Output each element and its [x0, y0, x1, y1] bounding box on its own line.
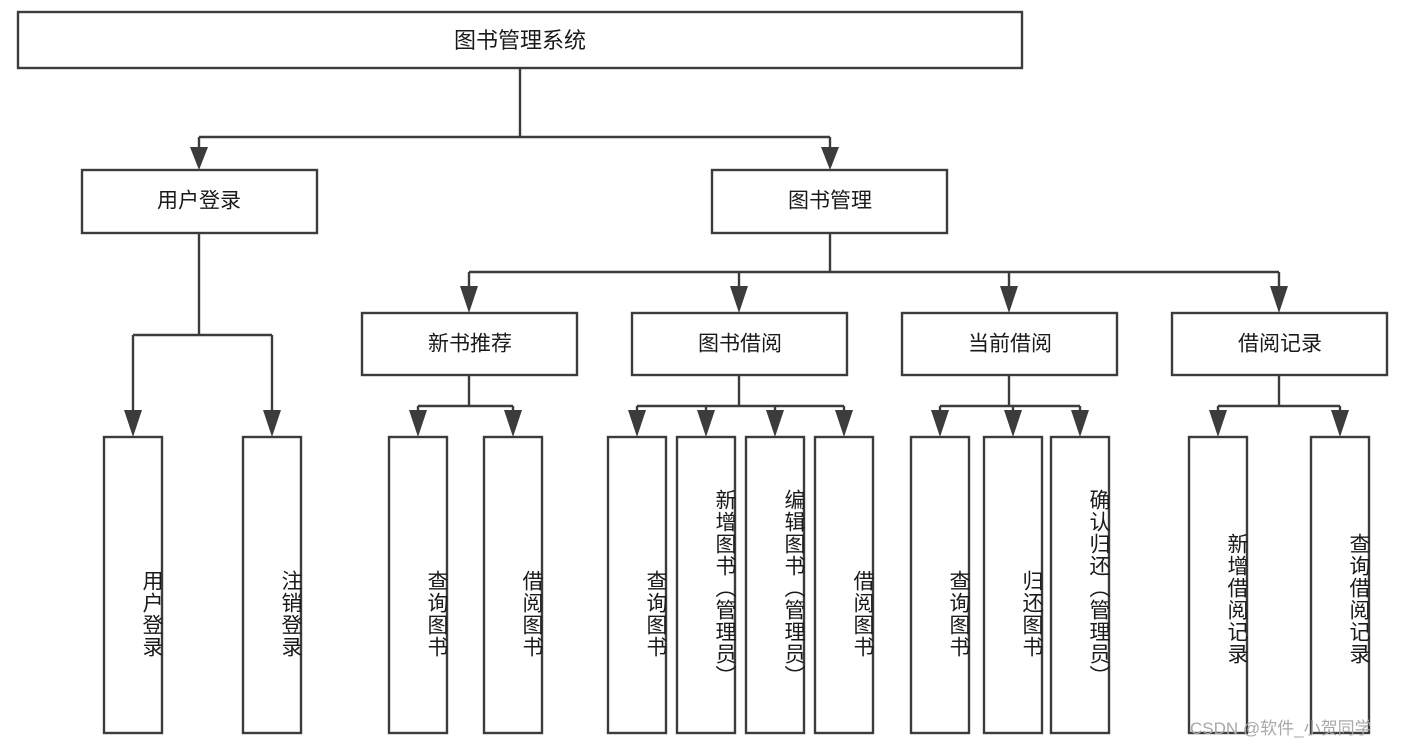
node-leaf-user-login[interactable] [102, 435, 164, 735]
node-leaf-borrow-book[interactable] [813, 435, 875, 735]
node-user-login[interactable] [80, 168, 319, 235]
node-leaf-edit-book-admin[interactable] [744, 435, 806, 735]
arrow-to-leaf-edit-book [766, 410, 784, 437]
arrow-to-book-borrow [730, 286, 748, 313]
node-root-label: 图书管理系统 [454, 28, 586, 53]
node-leaf-query-borrow-record[interactable] [1309, 435, 1371, 735]
node-current-borrow-label: 当前借阅 [968, 333, 1052, 356]
node-new-book-recommend-label: 新书推荐 [428, 333, 512, 356]
node-book-management-label: 图书管理 [788, 190, 872, 213]
arrow-to-leaf-logout [263, 410, 281, 437]
node-layer: 图书管理系统 用户登录 图书管理 新书推荐 图书借阅 当前借阅 借阅记录 [16, 10, 1389, 735]
node-leaf-query-book-current[interactable] [909, 435, 971, 735]
node-leaf-query-book-borrow[interactable] [606, 435, 668, 735]
node-leaf-logout[interactable] [241, 435, 303, 735]
arrow-to-leaf-query-book-3 [931, 410, 949, 437]
node-leaf-add-borrow-record[interactable] [1187, 435, 1249, 735]
node-book-borrow[interactable] [630, 311, 849, 377]
node-leaf-query-book-recommend[interactable] [387, 435, 449, 735]
arrow-to-leaf-add-record [1209, 410, 1227, 437]
arrow-to-leaf-borrow-book-1 [504, 410, 522, 437]
node-book-management[interactable] [710, 168, 949, 235]
arrow-to-current-borrow [1000, 286, 1018, 313]
arrow-root-to-user-login [190, 147, 208, 170]
arrow-to-leaf-query-book-2 [628, 410, 646, 437]
arrow-to-new-book-recommend [460, 286, 478, 313]
node-user-login-label: 用户登录 [157, 190, 241, 213]
arrow-to-borrow-record [1270, 286, 1288, 313]
arrow-to-leaf-query-book-1 [409, 410, 427, 437]
node-new-book-recommend[interactable] [360, 311, 579, 377]
arrow-to-leaf-return-book [1004, 410, 1022, 437]
arrow-to-leaf-query-record [1331, 410, 1349, 437]
node-leaf-confirm-return-admin[interactable] [1049, 435, 1111, 735]
node-book-borrow-label: 图书借阅 [698, 333, 782, 356]
arrow-to-leaf-confirm-return [1071, 410, 1089, 437]
node-leaf-borrow-book-recommend[interactable] [482, 435, 544, 735]
arrow-to-leaf-add-book [697, 410, 715, 437]
node-leaf-return-book[interactable] [982, 435, 1044, 735]
node-leaf-add-book-admin[interactable] [675, 435, 737, 735]
node-current-borrow[interactable] [900, 311, 1119, 377]
arrow-to-leaf-borrow-book-2 [835, 410, 853, 437]
connector-layer [124, 68, 1349, 437]
node-root-book-management-system[interactable] [16, 10, 1024, 70]
arrow-to-leaf-user-login [124, 410, 142, 437]
node-borrow-record[interactable] [1170, 311, 1389, 377]
node-borrow-record-label: 借阅记录 [1238, 333, 1322, 356]
arrow-root-to-book-mgmt [821, 147, 839, 170]
